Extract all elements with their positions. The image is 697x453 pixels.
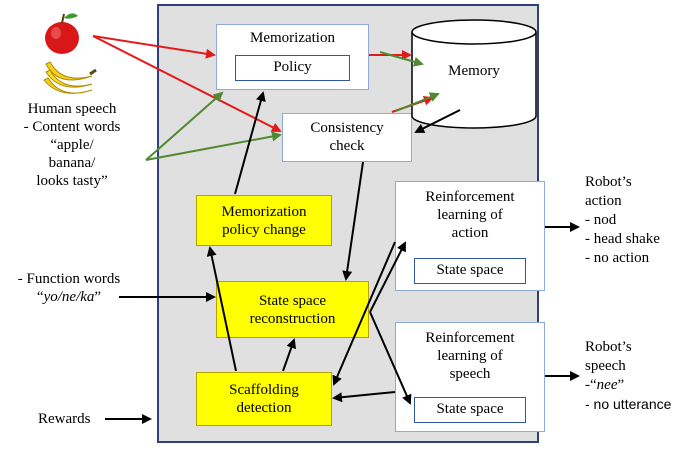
human-speech-line-1: Human speech: [27, 101, 117, 117]
robot-speech-line-2: speech: [585, 358, 626, 374]
robot-action-text: Robot’s action - nod - head shake - no a…: [585, 173, 660, 268]
robot-speech-nee-line: -“nee”: [585, 376, 671, 395]
robot-action-line-1: Robot’s: [585, 174, 632, 190]
fw-open-quote: “: [36, 289, 44, 305]
nee-close: ”: [617, 377, 625, 393]
human-speech-line-3: “apple/: [50, 137, 94, 153]
nee-open: -“: [585, 377, 597, 393]
rl-action-line-2: learning of: [437, 207, 503, 223]
scaffolding-line-1: Scaffolding: [229, 382, 299, 398]
consistency-check-box: Consistency check: [282, 113, 412, 162]
robot-action-line-2: action: [585, 193, 622, 209]
rl-speech-line-2: learning of: [437, 348, 503, 364]
function-words-line-2: “yo/ne/ka”: [0, 288, 138, 306]
robot-action-line-4: - head shake: [585, 231, 660, 247]
state-space-reconstruction-box: State space reconstruction: [216, 281, 369, 338]
function-words-line-1: - Function words: [17, 271, 121, 287]
mpc-line-2: policy change: [222, 221, 306, 238]
function-words-text: - Function words “yo/ne/ka”: [0, 270, 138, 306]
nee-italic: nee: [596, 377, 618, 393]
robot-speech-text: Robot’s speech -“nee” - no utterance: [585, 338, 671, 414]
robot-speech-line-1: Robot’s: [585, 339, 632, 355]
rl-action-line-3: action: [451, 225, 489, 241]
rewards-label: Rewards: [38, 411, 91, 427]
banana-icon: [43, 61, 97, 94]
memory-label: Memory: [448, 63, 500, 79]
rl-speech-box: Reinforcement learning of speech State s…: [395, 322, 545, 432]
human-speech-line-2: - Content words: [23, 119, 121, 135]
ssr-line-2: reconstruction: [249, 310, 336, 327]
rl-speech-state-space: State space: [414, 397, 526, 423]
mpc-line-1: Memorization: [221, 203, 307, 220]
rl-action-line-1: Reinforcement: [425, 189, 515, 205]
human-speech-line-5: looks tasty”: [36, 173, 108, 189]
robot-action-line-5: - no action: [585, 250, 650, 266]
memory-cylinder: [411, 19, 537, 129]
memorization-policy-change-box: Memorization policy change: [196, 195, 332, 246]
apple-icon: [45, 13, 79, 54]
scaffolding-detection-box: Scaffolding detection: [196, 372, 332, 426]
policy-box: Policy: [235, 55, 350, 81]
rl-action-state-space: State space: [414, 258, 526, 284]
human-speech-line-4: banana/: [48, 155, 96, 171]
rl-action-box: Reinforcement learning of action State s…: [395, 181, 545, 291]
memorization-box: Memorization Policy: [216, 24, 369, 90]
scaffolding-line-2: detection: [236, 400, 292, 416]
consistency-line-2: check: [329, 138, 365, 154]
fw-close-quote: ”: [94, 289, 102, 305]
robot-speech-no-utterance: - no utterance: [585, 396, 672, 412]
rl-speech-line-1: Reinforcement: [425, 330, 515, 346]
fw-italic: yo/ne/ka: [43, 289, 95, 305]
consistency-line-1: Consistency: [310, 120, 384, 136]
ssr-line-1: State space: [258, 292, 327, 309]
human-speech-text: Human speech - Content words “apple/ ban…: [2, 100, 142, 190]
memorization-title: Memorization: [250, 30, 335, 46]
robot-action-line-3: - nod: [585, 212, 617, 228]
rl-speech-line-3: speech: [449, 366, 491, 382]
